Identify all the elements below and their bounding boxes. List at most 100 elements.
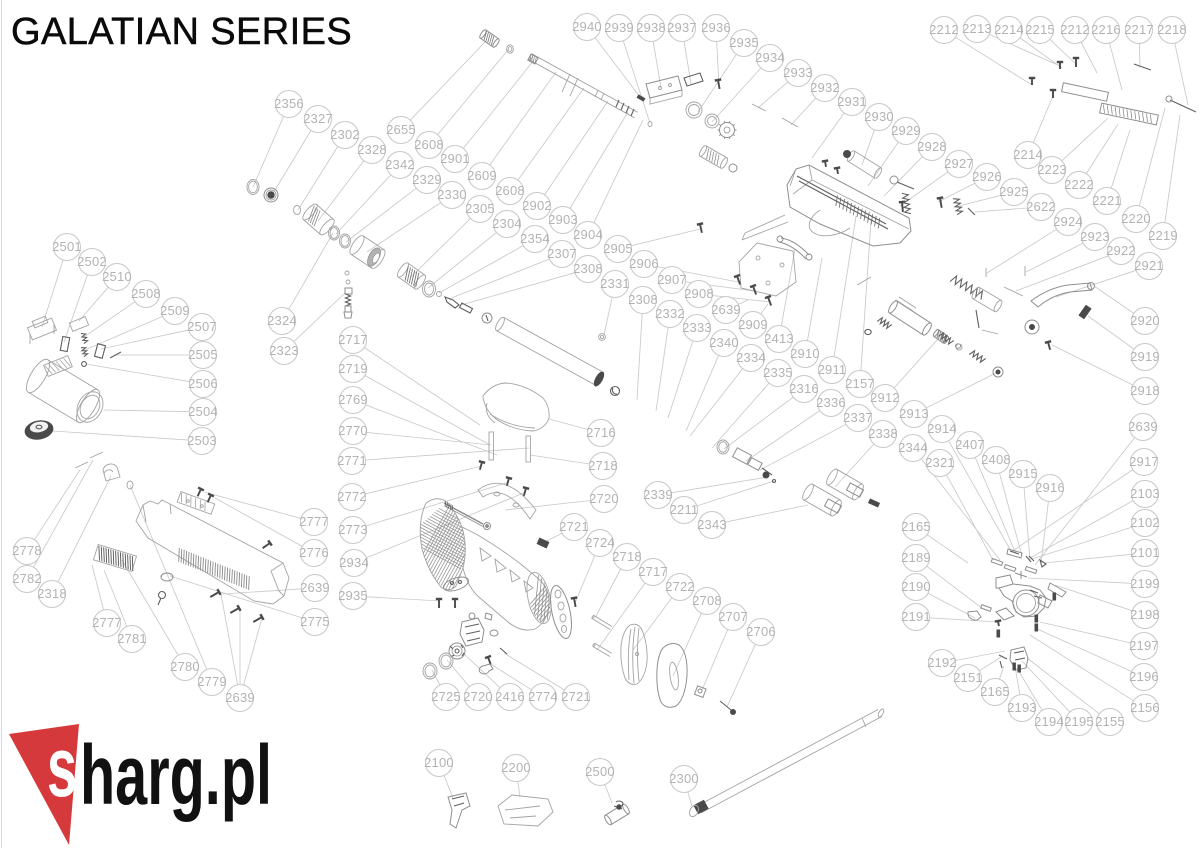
svg-text:2915: 2915: [1008, 466, 1038, 481]
svg-text:2779: 2779: [197, 674, 227, 689]
svg-text:2921: 2921: [1134, 258, 1164, 273]
svg-text:2912: 2912: [870, 390, 900, 405]
svg-text:2778: 2778: [12, 543, 42, 558]
svg-text:2774: 2774: [528, 689, 558, 704]
svg-text:2339: 2339: [643, 487, 673, 502]
svg-text:2413: 2413: [764, 331, 794, 346]
svg-text:2716: 2716: [586, 425, 616, 440]
svg-text:2639: 2639: [711, 302, 741, 317]
svg-text:2720: 2720: [463, 689, 493, 704]
svg-text:2337: 2337: [843, 410, 873, 425]
svg-text:2935: 2935: [338, 588, 368, 603]
svg-text:2308: 2308: [628, 292, 658, 307]
svg-text:2165: 2165: [980, 684, 1010, 699]
svg-text:2155: 2155: [1095, 714, 1125, 729]
svg-text:2219: 2219: [1148, 228, 1178, 243]
svg-text:2502: 2502: [77, 254, 107, 269]
svg-text:2190: 2190: [901, 579, 931, 594]
svg-text:2191: 2191: [901, 609, 931, 624]
svg-text:2356: 2356: [274, 96, 304, 111]
svg-text:2503: 2503: [187, 433, 217, 448]
svg-text:2718: 2718: [588, 458, 618, 473]
svg-text:2781: 2781: [117, 631, 147, 646]
svg-text:2771: 2771: [337, 453, 367, 468]
svg-text:2214: 2214: [994, 22, 1024, 37]
svg-text:2717: 2717: [638, 564, 668, 579]
svg-text:2939: 2939: [604, 20, 634, 35]
svg-text:2933: 2933: [783, 65, 813, 80]
svg-text:2220: 2220: [1121, 211, 1151, 226]
svg-text:2509: 2509: [160, 303, 190, 318]
svg-text:2917: 2917: [1129, 454, 1159, 469]
svg-text:2920: 2920: [1130, 313, 1160, 328]
svg-text:2609: 2609: [467, 168, 497, 183]
svg-text:2329: 2329: [412, 172, 442, 187]
svg-text:2777: 2777: [92, 615, 122, 630]
svg-text:2926: 2926: [972, 169, 1002, 184]
svg-text:2344: 2344: [898, 440, 928, 455]
svg-text:2608: 2608: [495, 183, 525, 198]
svg-text:2507: 2507: [187, 319, 217, 334]
svg-text:2193: 2193: [1007, 700, 1037, 715]
svg-text:2221: 2221: [1092, 193, 1122, 208]
svg-text:2928: 2928: [917, 139, 947, 154]
svg-text:2304: 2304: [492, 216, 522, 231]
svg-text:2101: 2101: [1130, 545, 1160, 560]
svg-text:2910: 2910: [790, 346, 820, 361]
svg-text:2196: 2196: [1129, 669, 1159, 684]
svg-text:2156: 2156: [1130, 700, 1160, 715]
svg-text:2504: 2504: [188, 404, 218, 419]
svg-text:2934: 2934: [755, 50, 785, 65]
svg-text:2907: 2907: [657, 272, 687, 287]
svg-text:2194: 2194: [1034, 714, 1064, 729]
svg-text:2223: 2223: [1037, 162, 1067, 177]
svg-text:2929: 2929: [891, 123, 921, 138]
svg-text:2720: 2720: [589, 491, 619, 506]
svg-text:2718: 2718: [612, 549, 642, 564]
svg-text:2773: 2773: [338, 522, 368, 537]
svg-text:2340: 2340: [709, 335, 739, 350]
svg-text:2218: 2218: [1157, 22, 1187, 37]
svg-text:2334: 2334: [736, 350, 766, 365]
svg-text:2508: 2508: [131, 286, 161, 301]
svg-text:2932: 2932: [810, 80, 840, 95]
svg-text:2510: 2510: [102, 269, 132, 284]
svg-text:2906: 2906: [629, 256, 659, 271]
svg-text:2914: 2914: [927, 421, 957, 436]
svg-text:2333: 2333: [682, 320, 712, 335]
svg-text:2199: 2199: [1130, 576, 1160, 591]
svg-text:2719: 2719: [338, 361, 368, 376]
svg-text:2902: 2902: [522, 198, 552, 213]
svg-text:2934: 2934: [339, 555, 369, 570]
svg-text:2308: 2308: [573, 261, 603, 276]
svg-text:2198: 2198: [1130, 607, 1160, 622]
svg-text:2500: 2500: [585, 764, 615, 779]
svg-text:2323: 2323: [269, 343, 299, 358]
svg-text:2211: 2211: [670, 502, 699, 517]
svg-text:2927: 2927: [944, 156, 974, 171]
svg-text:2721: 2721: [561, 689, 591, 704]
svg-text:2725: 2725: [431, 689, 461, 704]
svg-text:2157: 2157: [845, 376, 875, 391]
svg-text:2936: 2936: [701, 20, 731, 35]
svg-text:2354: 2354: [520, 231, 550, 246]
svg-text:2721: 2721: [559, 519, 589, 534]
svg-text:2722: 2722: [665, 579, 695, 594]
svg-text:2506: 2506: [188, 376, 218, 391]
svg-text:2901: 2901: [440, 151, 470, 166]
svg-text:2780: 2780: [170, 659, 200, 674]
svg-text:2911: 2911: [818, 362, 847, 377]
svg-text:2324: 2324: [267, 313, 297, 328]
svg-text:2931: 2931: [837, 94, 867, 109]
svg-text:2416: 2416: [495, 689, 525, 704]
svg-text:2327: 2327: [303, 111, 333, 126]
svg-text:2213: 2213: [962, 21, 992, 36]
svg-text:2903: 2903: [548, 212, 578, 227]
svg-text:2342: 2342: [385, 157, 415, 172]
svg-text:harg.pl: harg.pl: [80, 728, 272, 822]
svg-text:2922: 2922: [1106, 243, 1136, 258]
svg-text:2328: 2328: [357, 142, 387, 157]
svg-text:2307: 2307: [547, 246, 577, 261]
svg-text:2100: 2100: [424, 755, 454, 770]
svg-text:2222: 2222: [1064, 177, 1094, 192]
